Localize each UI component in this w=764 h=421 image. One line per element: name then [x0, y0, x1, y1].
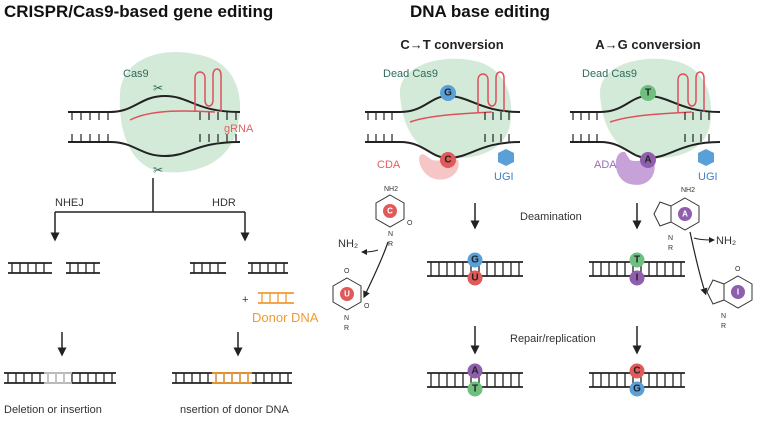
ct-ugi-label: UGI [494, 171, 514, 183]
cas9-label: Cas9 [123, 68, 149, 80]
ct-repaired-dna-bottom-letter: T [472, 384, 478, 395]
cytosine-o: O [407, 220, 413, 227]
uracil-letter: U [344, 290, 350, 299]
uracil-o-right: O [364, 303, 370, 310]
ag-deaminated-dna-bottom-circle [629, 270, 645, 286]
inosine-r: R [721, 323, 726, 330]
repair-label: Repair/replication [510, 333, 596, 345]
right-title: DNA base editing [410, 2, 550, 21]
cytosine-n: N [388, 231, 393, 238]
deamination-label: Deamination [520, 211, 582, 223]
adenine-circle [678, 207, 692, 221]
ct-complex-top-base-letter: G [444, 88, 452, 99]
ag-repaired-dna-top-letter: C [633, 366, 640, 377]
base-circles: G C T A [440, 85, 656, 168]
ct-complex-bottom-base-circle [440, 152, 456, 168]
ag-dna-ticks [572, 112, 710, 142]
grna-label: gRNA [224, 123, 254, 135]
ag-nh2-release: NH₂ [716, 235, 736, 247]
adenine-nh2: NH2 [681, 187, 695, 194]
result-left-label: Deletion or insertion [4, 404, 102, 416]
ct-dead-cas9-label: Dead Cas9 [383, 68, 438, 80]
left-title: CRISPR/Cas9-based gene editing [4, 2, 273, 21]
ct-nh2-release: NH₂ [338, 238, 358, 250]
uracil-circle [340, 287, 354, 301]
cda-label: CDA [377, 159, 401, 171]
ag-repaired-dna-bottom-letter: G [633, 384, 641, 395]
result-dna [4, 372, 292, 384]
inosine-circle [731, 285, 745, 299]
ag-deaminated-dna: TI [589, 252, 685, 286]
ct-repaired-dna-bottom-circle [467, 381, 483, 397]
ag-ugi-label: UGI [698, 171, 718, 183]
inosine-n: N [721, 313, 726, 320]
broken-dna [8, 262, 288, 274]
scissors-icon: ✂ [153, 81, 163, 95]
arrow-nh2-release-ag [693, 236, 715, 243]
arrow-a-to-i [689, 231, 708, 296]
ag-complex-bottom-base-letter: A [644, 155, 651, 166]
uracil-molecule [332, 277, 362, 311]
ag-deaminated-dna-top-letter: T [634, 255, 640, 266]
cytosine-nh2: NH2 [384, 186, 398, 193]
adenine-molecule [653, 197, 700, 231]
inosine-o: O [735, 266, 741, 273]
ag-repaired-dna-top-circle [629, 363, 645, 379]
branch-lines [50, 178, 250, 242]
ct-deaminated-dna-top-letter: G [471, 255, 479, 266]
arrow-nh2-release-ct [361, 248, 379, 255]
ada-label: ADA [594, 159, 617, 171]
ct-deaminated-dna: GU [427, 252, 523, 286]
ct-deaminated-dna-bottom-letter: U [471, 273, 478, 284]
inosine-letter: I [737, 288, 739, 297]
cas9-protein [119, 51, 241, 173]
uracil-r: R [344, 325, 349, 332]
cytosine-r: R [388, 241, 393, 248]
ct-repaired-dna: AT [427, 363, 523, 397]
result-right-label: nsertion of donor DNA [180, 404, 289, 416]
ag-complex-top-base-letter: T [645, 88, 651, 99]
adenine-n: N [668, 235, 673, 242]
inosine-molecule [706, 275, 753, 309]
adenine-letter: A [682, 210, 688, 219]
ag-complex-top-base-circle [640, 85, 656, 101]
grna-hairpin [194, 68, 222, 112]
ct-complex-bottom-base-letter: C [444, 155, 451, 166]
ag-complex-bottom-base-circle [640, 152, 656, 168]
ag-title: A→G conversion [595, 37, 701, 52]
ct-deaminated-dna-top-circle [467, 252, 483, 268]
ag-deaminated-dna-bottom-letter: I [636, 273, 639, 284]
ct-deaminated-dna-bottom-circle [467, 270, 483, 286]
grna-strand [129, 110, 216, 121]
cas9-complex [119, 51, 241, 173]
hdr-label: HDR [212, 197, 236, 209]
cytosine-molecule [375, 194, 405, 228]
uracil-o-top: O [344, 268, 350, 275]
ag-deaminated-dna-top-circle [629, 252, 645, 268]
ag-repaired-dna: CG [589, 363, 685, 397]
ct-complex-top-base-circle [440, 85, 456, 101]
arrow-c-to-u [363, 241, 389, 299]
ct-repaired-dna-top-letter: A [471, 366, 478, 377]
adenine-r: R [668, 245, 673, 252]
ct-dna-ticks [367, 112, 510, 142]
ct-title: C→T conversion [400, 37, 503, 52]
uracil-n: N [344, 315, 349, 322]
ag-complex [570, 58, 721, 185]
cytosine-letter: C [387, 207, 393, 216]
cytosine-circle [383, 204, 397, 218]
scissors-icon-bottom: ✂ [153, 163, 163, 177]
ag-dead-cas9-label: Dead Cas9 [582, 68, 637, 80]
nhej-label: NHEJ [55, 197, 84, 209]
ct-repaired-dna-top-circle [467, 363, 483, 379]
ag-repaired-dna-bottom-circle [629, 381, 645, 397]
donor-label: Donor DNA [252, 310, 319, 325]
dna-duplex-left [68, 94, 241, 158]
ugi-protein-ct [498, 149, 514, 166]
donor-dna [258, 292, 294, 304]
ugi-protein-ag [698, 149, 714, 166]
plus-sign: + [242, 294, 248, 306]
